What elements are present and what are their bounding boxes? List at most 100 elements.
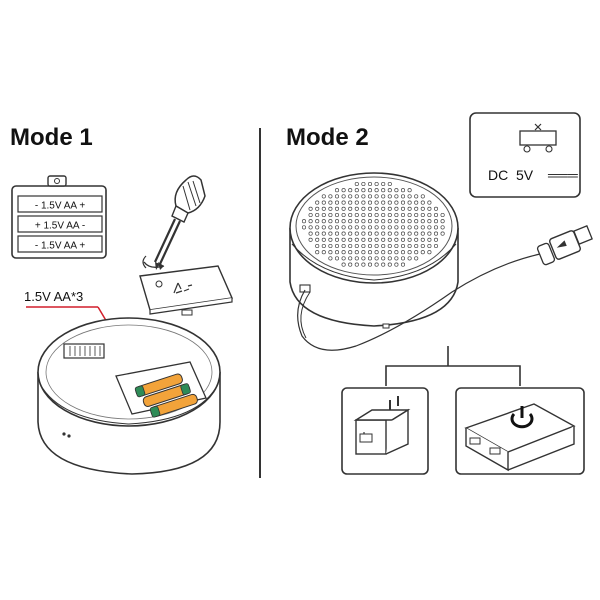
train-pictogram-icon bbox=[519, 123, 557, 153]
grille-hole bbox=[381, 200, 386, 205]
grille-hole bbox=[374, 237, 379, 242]
grille-hole bbox=[400, 212, 406, 218]
grille-hole bbox=[315, 206, 320, 211]
grille-hole bbox=[420, 225, 425, 230]
grille-hole bbox=[407, 219, 412, 224]
grille-hole bbox=[381, 237, 386, 242]
grille-hole bbox=[427, 206, 432, 211]
grille-hole bbox=[427, 231, 432, 236]
grille-hole bbox=[374, 256, 379, 261]
grille-hole bbox=[394, 225, 399, 230]
grille-hole bbox=[381, 225, 386, 230]
grille-hole bbox=[321, 206, 326, 211]
grille-hole bbox=[328, 206, 333, 211]
grille-hole bbox=[400, 262, 406, 267]
grille-hole bbox=[361, 237, 366, 242]
grille-hole bbox=[328, 243, 333, 249]
grille-hole bbox=[374, 206, 379, 211]
grille-hole bbox=[381, 212, 386, 218]
grille-hole bbox=[400, 256, 406, 261]
grille-hole bbox=[354, 188, 359, 193]
grille-hole bbox=[400, 231, 406, 236]
grille-hole bbox=[407, 212, 412, 218]
battery-cover bbox=[139, 265, 234, 316]
grille-hole bbox=[374, 194, 379, 199]
grille-hole bbox=[354, 250, 359, 255]
grille-hole bbox=[374, 219, 379, 224]
grille-hole bbox=[381, 206, 386, 211]
grille-hole bbox=[328, 212, 333, 218]
grille-hole bbox=[387, 206, 392, 211]
grille-hole bbox=[407, 188, 412, 193]
grille-hole bbox=[387, 262, 392, 267]
grille-hole bbox=[308, 231, 313, 236]
grille-hole bbox=[348, 200, 353, 205]
grille-hole bbox=[407, 237, 412, 242]
grille-hole bbox=[394, 206, 399, 211]
grille-hole bbox=[341, 250, 346, 255]
grille-hole bbox=[361, 181, 366, 187]
grille-hole bbox=[387, 231, 392, 236]
grille-hole bbox=[367, 225, 373, 230]
grille-hole bbox=[387, 243, 392, 249]
grille-hole bbox=[328, 237, 333, 242]
grille-hole bbox=[315, 243, 320, 249]
grille-hole bbox=[407, 194, 412, 199]
battery-cell-3-label: - 1.5V AA + bbox=[35, 241, 85, 252]
grille-hole bbox=[381, 219, 386, 224]
grille-hole bbox=[334, 243, 340, 249]
grille-hole bbox=[420, 194, 425, 199]
grille-hole bbox=[387, 256, 392, 261]
grille-hole bbox=[315, 231, 320, 236]
grille-hole bbox=[427, 225, 432, 230]
grille-hole bbox=[315, 225, 320, 230]
grille-hole bbox=[427, 243, 432, 249]
grille-hole bbox=[361, 188, 366, 193]
screwdriver-icon bbox=[154, 175, 206, 270]
grille-hole bbox=[414, 212, 419, 218]
grille-hole bbox=[321, 231, 326, 236]
power-icon bbox=[510, 406, 534, 429]
grille-hole bbox=[334, 256, 340, 261]
grille-hole bbox=[367, 243, 373, 249]
grille-hole bbox=[414, 200, 419, 205]
grille-hole bbox=[394, 200, 399, 205]
grille-hole bbox=[321, 212, 326, 218]
speaker-mode-2 bbox=[289, 172, 459, 329]
dc-power-box: DC 5V ═══ bbox=[469, 112, 581, 198]
grille-hole bbox=[334, 200, 340, 205]
grille-hole bbox=[433, 243, 439, 249]
grille-hole bbox=[341, 200, 346, 205]
grille-hole bbox=[374, 188, 379, 193]
grille-hole bbox=[433, 212, 439, 218]
grille-hole bbox=[381, 243, 386, 249]
grille-hole bbox=[400, 243, 406, 249]
grille-hole bbox=[374, 231, 379, 236]
grille-hole bbox=[334, 225, 340, 230]
battery-cell-1-label: - 1.5V AA + bbox=[35, 201, 85, 212]
grille-hole bbox=[308, 237, 313, 242]
grille-hole bbox=[348, 243, 353, 249]
grille-hole bbox=[354, 243, 359, 249]
grille-hole bbox=[315, 219, 320, 224]
grille-hole bbox=[308, 219, 313, 224]
grille-hole bbox=[341, 243, 346, 249]
grille-hole bbox=[407, 256, 412, 261]
grille-hole bbox=[321, 194, 326, 199]
grille-hole bbox=[427, 200, 432, 205]
grille-hole bbox=[394, 212, 399, 218]
grille-hole bbox=[367, 194, 373, 199]
grille-hole bbox=[361, 243, 366, 249]
grille-hole bbox=[341, 219, 346, 224]
grille-hole bbox=[394, 188, 399, 193]
grille-hole bbox=[367, 212, 373, 218]
grille-hole bbox=[315, 237, 320, 242]
grille-hole bbox=[328, 231, 333, 236]
grille-hole bbox=[354, 181, 359, 187]
grille-hole bbox=[433, 206, 439, 211]
grille-hole bbox=[387, 250, 392, 255]
grille-hole bbox=[400, 219, 406, 224]
grille-hole bbox=[341, 237, 346, 242]
